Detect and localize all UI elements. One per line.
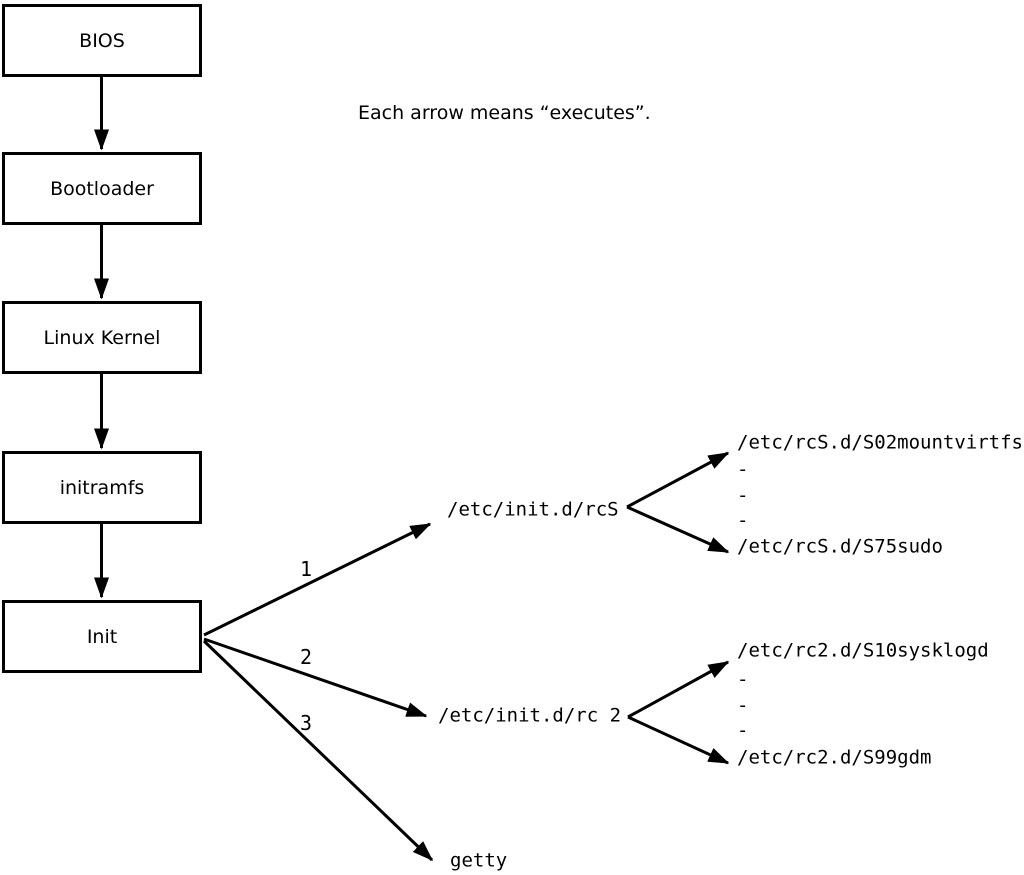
node-initramfs: initramfs	[2, 451, 202, 524]
leaf-rc2-ellipsis-1: -	[737, 668, 749, 691]
leaf-rcS-ellipsis-3: -	[737, 509, 749, 532]
node-bios-label: BIOS	[79, 29, 125, 52]
node-etc-init-d-rcS: /etc/init.d/rcS	[447, 498, 619, 521]
leaf-rcS-s75sudo: /etc/rcS.d/S75sudo	[737, 535, 943, 558]
node-bootloader-label: Bootloader	[50, 177, 154, 200]
leaf-rc2-ellipsis-3: -	[737, 719, 749, 742]
leaf-rc2-ellipsis-2: -	[737, 694, 749, 717]
leaf-rc2-s99gdm: /etc/rc2.d/S99gdm	[737, 746, 932, 769]
branch-1-number: 1	[299, 557, 313, 581]
node-bootloader: Bootloader	[2, 152, 202, 225]
arrow-rc2-to-s99gdm	[627, 715, 730, 765]
node-etc-init-d-rc2: /etc/init.d/rc 2	[438, 704, 622, 727]
leaf-rcS-ellipsis-2: -	[737, 484, 749, 507]
node-linux-kernel: Linux Kernel	[2, 301, 202, 374]
leaf-rcS-s02mountvirtfs: /etc/rcS.d/S02mountvirtfs	[737, 431, 1023, 454]
legend-note: Each arrow means “executes”.	[358, 101, 651, 124]
node-init: Init	[2, 600, 202, 673]
node-init-label: Init	[86, 625, 118, 648]
arrow-rc2-to-s10sysklogd	[627, 660, 730, 719]
arrow-rcS-to-s02mountvirtfs	[626, 451, 730, 509]
leaf-rc2-s10sysklogd: /etc/rc2.d/S10sysklogd	[737, 639, 989, 662]
node-linux-kernel-label: Linux Kernel	[43, 326, 161, 349]
node-bios: BIOS	[2, 4, 202, 77]
arrow-init-to-rcS	[203, 522, 432, 637]
node-getty: getty	[450, 849, 508, 872]
branch-2-number: 2	[299, 645, 313, 669]
branch-3-number: 3	[299, 711, 313, 735]
arrow-rcS-to-s75sudo	[626, 505, 730, 554]
arrow-init-to-getty	[202, 639, 434, 862]
node-initramfs-label: initramfs	[59, 476, 145, 499]
leaf-rcS-ellipsis-1: -	[737, 458, 749, 481]
arrow-init-to-rc2	[203, 637, 428, 718]
